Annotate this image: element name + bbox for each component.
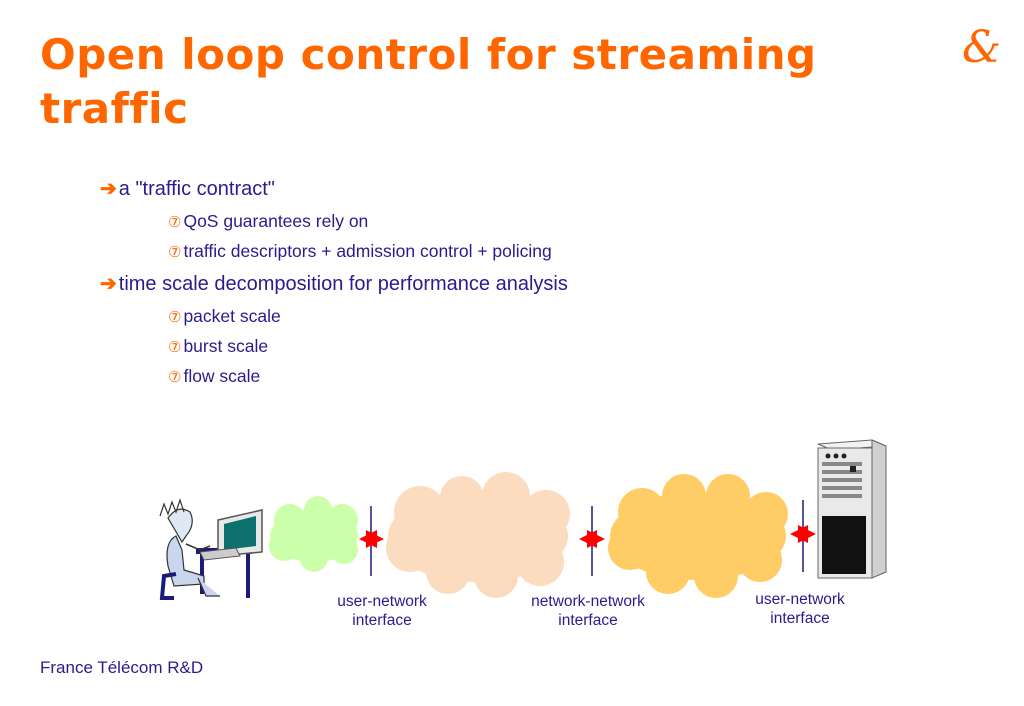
network-cloud-icon (608, 474, 788, 598)
brand-logo-icon: & (962, 22, 1001, 70)
nni-label: network-network interface (508, 592, 668, 630)
bullet-text: a "traffic contract" (118, 178, 275, 200)
nni-label-line1: network-network (531, 593, 645, 610)
sub-bullet-icon: ⑦ (168, 369, 182, 386)
sub-bullet-icon: ⑦ (168, 244, 182, 261)
bullet-traffic-contract: ➔a "traffic contract" (100, 176, 275, 202)
interface-marker-left (359, 506, 384, 576)
uni-label-left-line2: interface (352, 612, 412, 629)
arrow-bullet-icon: ➔ (100, 273, 117, 295)
server-icon (817, 439, 887, 579)
uni-label-right-line1: user-network (755, 591, 845, 608)
nni-label-line2: interface (558, 612, 618, 629)
slide-title: Open loop control for streaming traffic (40, 30, 817, 133)
footer-text: France Télécom R&D (40, 658, 204, 677)
uni-label-right-line2: interface (770, 610, 830, 627)
uni-label-left-line1: user-network (337, 593, 427, 610)
sub-bullet-icon: ⑦ (168, 214, 182, 231)
uni-label-left: user-network interface (302, 592, 462, 630)
interface-marker-right (790, 500, 816, 572)
network-cloud-icon (386, 472, 570, 598)
uni-label-right: user-network interface (720, 590, 880, 628)
user-at-computer-icon (159, 498, 263, 600)
interface-marker-middle (579, 506, 605, 576)
sub-bullet-icon: ⑦ (168, 339, 182, 356)
sub-bullet-text: packet scale (183, 306, 281, 326)
bullet-text: time scale decomposition for performance… (118, 273, 568, 295)
access-cloud-icon (269, 496, 358, 572)
bullet-time-scale: ➔time scale decomposition for performanc… (100, 271, 568, 297)
sub-bullet-text: flow scale (183, 366, 261, 386)
sub-bullet-text: QoS guarantees rely on (183, 211, 369, 231)
arrow-bullet-icon: ➔ (100, 178, 117, 200)
sub-bullet-icon: ⑦ (168, 309, 182, 326)
sub-bullet-text: traffic descriptors + admission control … (183, 241, 552, 261)
sub-bullet-text: burst scale (183, 336, 269, 356)
svg-text:&: & (962, 22, 1001, 70)
